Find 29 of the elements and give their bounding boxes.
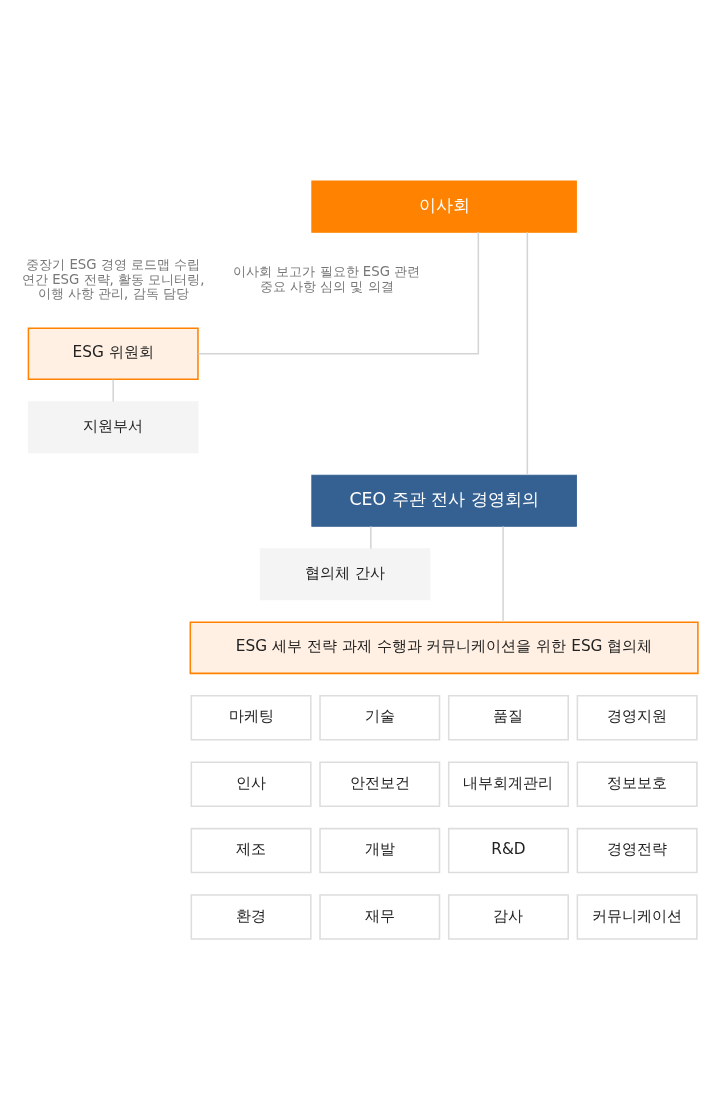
node-box: 정보보호 [576,761,698,807]
node-box: 환경 [190,894,312,940]
node-box: 개발 [319,827,441,874]
node-box: 감사 [447,894,569,940]
connector [112,378,114,403]
node-box: CEO 주관 전사 경영회의 [311,474,577,527]
node-box: 인사 [190,761,312,807]
node-box: 제조 [190,827,312,874]
node-box: 기술 [319,695,441,741]
connector [370,525,372,550]
node-box: ESG 세부 전략 과제 수행과 커뮤니케이션을 위한 ESG 협의체 [189,621,699,675]
node-box: 이사회 [311,180,577,233]
connector [502,525,504,623]
node-box: 협의체 간사 [259,548,431,601]
connector [526,231,529,476]
node-label: 이사회 보고가 필요한 ESG 관련 중요 사항 심의 및 의결 [233,264,421,294]
connector [197,231,480,355]
node-box: 경영전략 [576,827,698,874]
node-box: 내부회계관리 [447,761,569,807]
node-label: 중장기 ESG 경영 로드맵 수립 연간 ESG 전략, 활동 모니터링, 이행 사항 관리, 감독 담당 [22,257,205,301]
node-box: 마케팅 [190,695,312,741]
node-box: ESG 위원회 [27,327,199,380]
node-box: 경영지원 [576,695,698,741]
node-box: 안전보건 [319,761,441,807]
node-box: R&D [447,827,569,874]
node-box: 지원부서 [27,401,199,454]
node-box: 재무 [319,894,441,940]
node-box: 커뮤니케이션 [576,894,698,940]
node-box: 품질 [447,695,569,741]
